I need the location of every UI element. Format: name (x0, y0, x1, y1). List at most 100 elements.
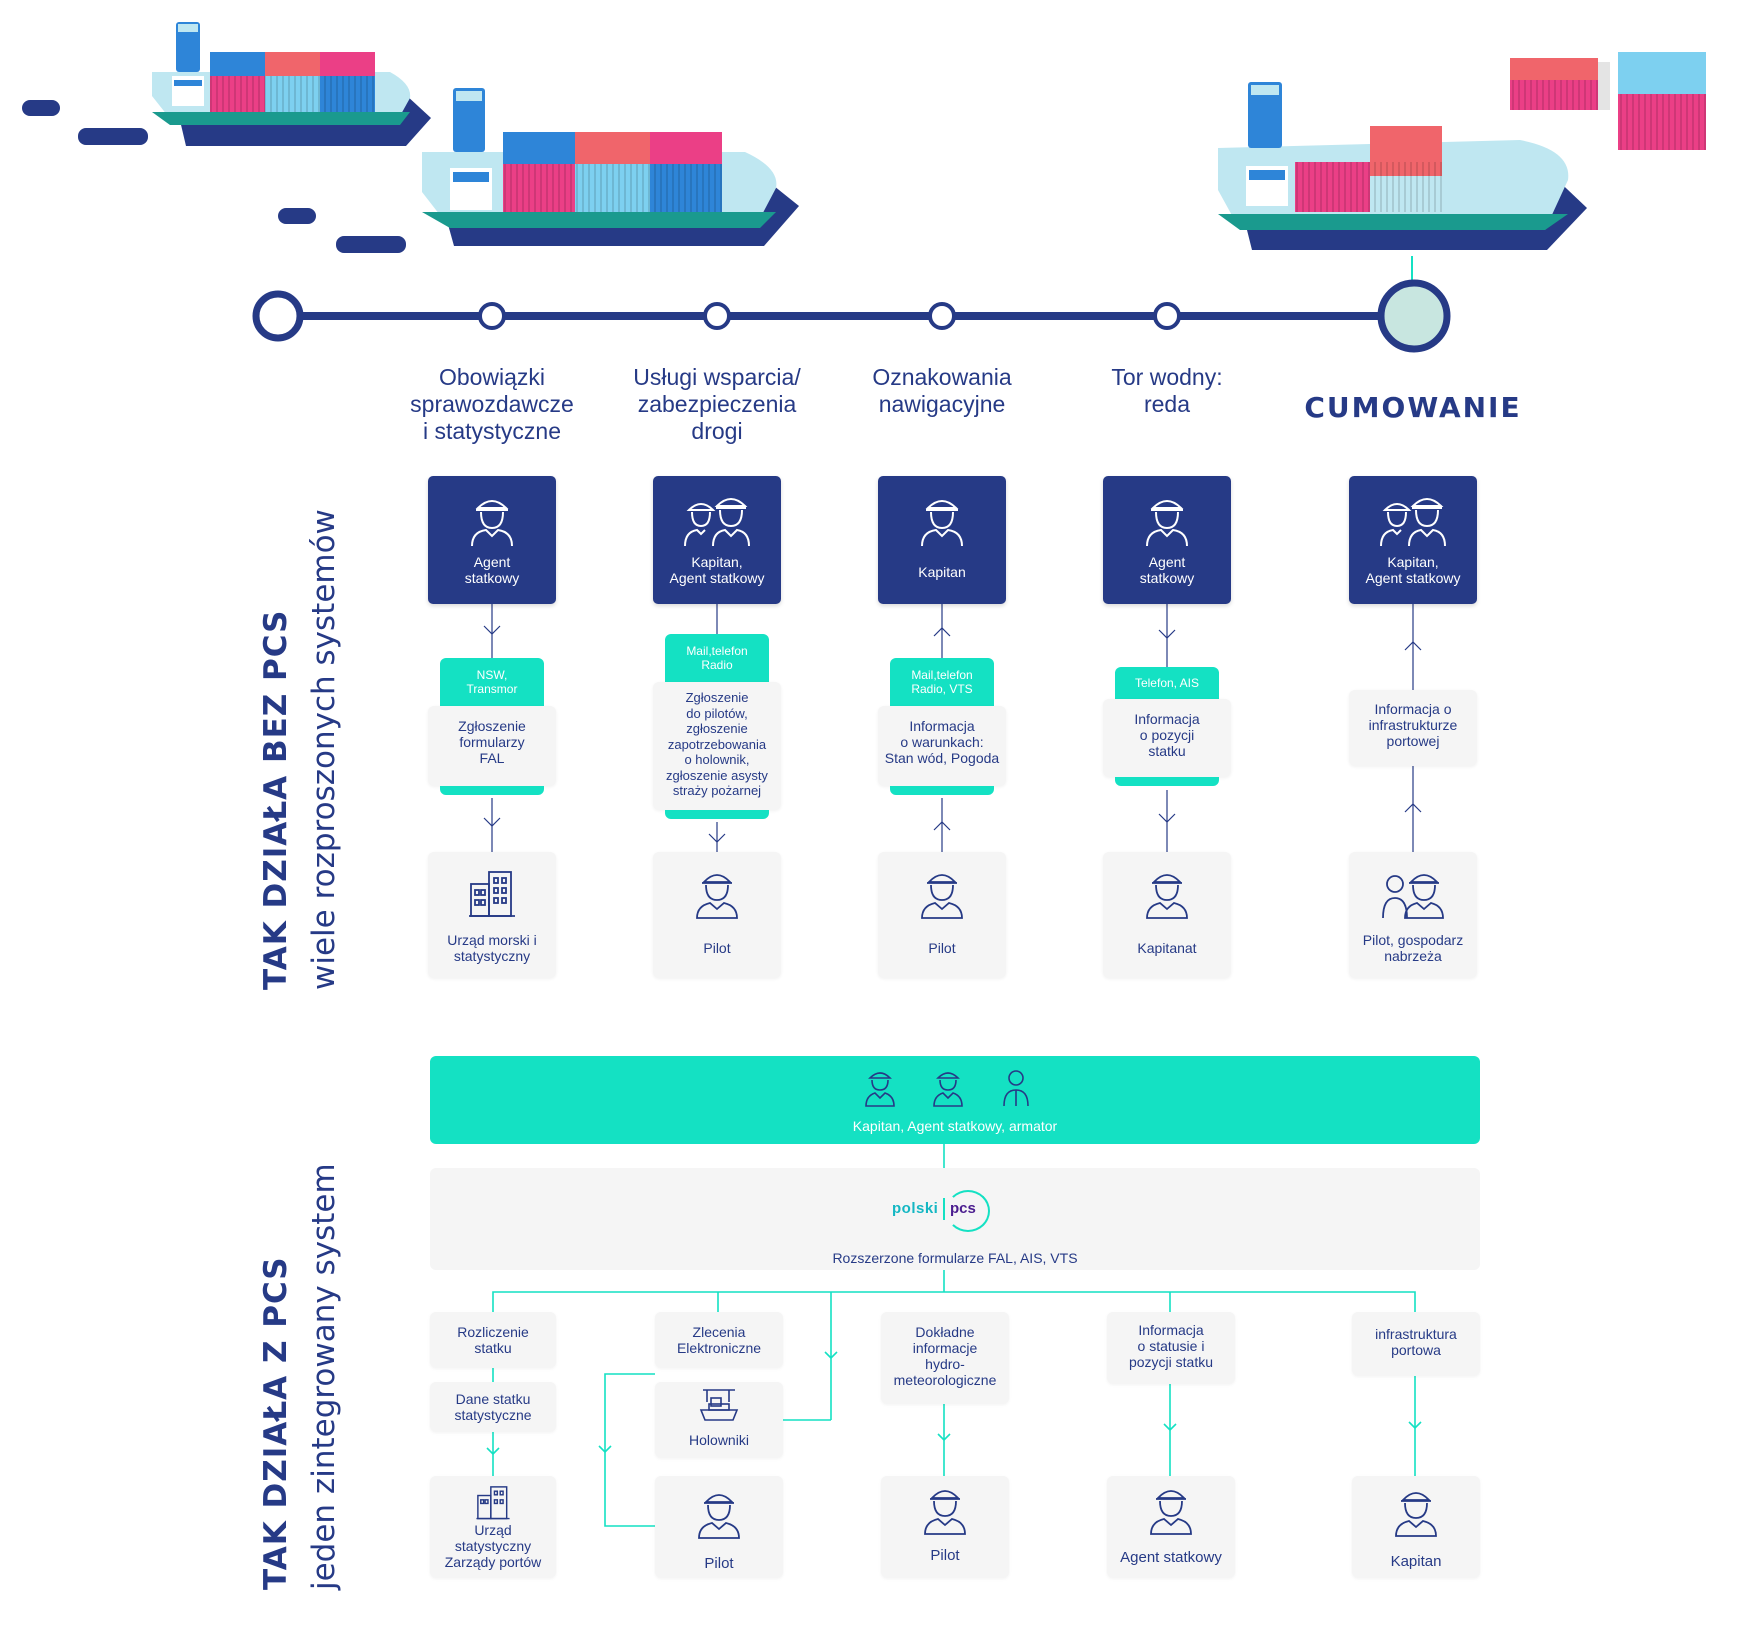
polski-pcs-logo: polski pcs (890, 1190, 1020, 1232)
info-text: Informacja o warunkach: Stan wód, Pogoda (884, 718, 1000, 766)
flow-label: Rozliczenie statku (457, 1324, 529, 1356)
target-box-1: Urząd morski i statystyczny (428, 852, 556, 978)
hydro-meteo-box: Dokładne informacje hydro- meteorologicz… (881, 1312, 1009, 1404)
title-light: jeden zintegrowany system (306, 1163, 342, 1590)
captain-icon (1146, 874, 1188, 919)
stage-label-5: CUMOWANIE (1304, 391, 1522, 424)
section-title-without-pcs: TAK DZIAŁA BEZ PCS (258, 610, 294, 990)
actor-label: Kapitan, Agent statkowy (669, 554, 765, 586)
users-label: Kapitan, Agent statkowy, armator (852, 1118, 1058, 1134)
actor-label: Kapitan, Agent statkowy (1365, 554, 1461, 586)
logo-text-pcs: pcs (950, 1200, 976, 1217)
info-box-5: Informacja o infrastrukturze portowej (1349, 690, 1477, 766)
building-icon (476, 1486, 510, 1520)
channel-label-2: Mail,telefon Radio (665, 634, 769, 682)
containers-icon (1510, 52, 1706, 150)
channel-bottom-bar (665, 810, 769, 819)
stage-label-3: Oznakowania nawigacyjne (872, 364, 1012, 417)
flow-label: Dokładne informacje hydro- meteorologicz… (893, 1324, 997, 1388)
speed-lines (22, 100, 406, 253)
statistics-box: Dane statku statystyczne (430, 1382, 556, 1432)
electronic-orders-box: Zlecenia Elektroniczne (655, 1312, 783, 1368)
flow-label: Agent statkowy (1120, 1549, 1222, 1566)
captain-box: Kapitan (1352, 1476, 1480, 1578)
stage-label-4: Tor wodny: reda (1111, 364, 1223, 417)
channel-label-1: NSW, Transmor (440, 658, 544, 706)
target-label: Kapitanat (1137, 940, 1197, 956)
section-title-with-pcs: TAK DZIAŁA Z PCS (258, 1256, 294, 1590)
system-label: Rozszerzone formularze FAL, AIS, VTS (832, 1250, 1078, 1266)
info-box-3: Informacja o warunkach: Stan wód, Pogoda (878, 706, 1006, 786)
stage-label-1: Obowiązki sprawozdawcze i statystyczne (410, 364, 574, 444)
pilot-icon (698, 1494, 740, 1539)
target-box-4: Kapitanat (1103, 852, 1231, 978)
target-box-5: Pilot, gospodarz nabrzeża (1349, 852, 1477, 978)
ship-icon-1 (152, 22, 431, 146)
info-text: Informacja o pozycji statku (1134, 711, 1200, 759)
info-text: Zgłoszenie formularzy FAL (458, 718, 526, 766)
flow-label: Kapitan (1390, 1553, 1442, 1570)
pilot-box-2: Pilot (881, 1476, 1009, 1578)
flow-label: Pilot (704, 1555, 734, 1572)
captain-agent-icon (684, 498, 750, 547)
logo-ring (946, 1190, 990, 1232)
info-box-2: Zgłoszenie do pilotów, zgłoszenie zapotr… (653, 682, 781, 810)
actor-box-3: Kapitan (878, 476, 1006, 604)
actor-box-2: Kapitan, Agent statkowy (653, 476, 781, 604)
captain-icon (921, 500, 963, 547)
target-label: Pilot (928, 940, 956, 956)
tugboat-icon (699, 1389, 739, 1421)
section-subtitle-with-pcs: jeden zintegrowany system (306, 1163, 342, 1590)
info-box-1: Zgłoszenie formularzy FAL (428, 706, 556, 786)
title-bold: TAK DZIAŁA Z PCS (258, 1256, 294, 1590)
pilot-box-1: Pilot (655, 1476, 783, 1578)
sailor-icon (1150, 1490, 1192, 1535)
info-box-4: Informacja o pozycji statku (1103, 699, 1231, 777)
actor-box-1: Agent statkowy (428, 476, 556, 604)
actor-label: Kapitan (918, 564, 966, 580)
channel-label-4: Telefon, AIS (1115, 667, 1219, 699)
sailor-icon (1146, 500, 1188, 547)
channel-bottom-bar (440, 786, 544, 795)
target-box-3: Pilot (878, 852, 1006, 978)
target-label: Pilot (703, 940, 731, 956)
polski-pcs-system: polski pcs Rozszerzone formularze FAL, A… (430, 1168, 1480, 1270)
section-subtitle-without-pcs: wiele rozproszonych systemów (306, 509, 342, 990)
ship-status-box: Informacja o statusie i pozycji statku (1107, 1312, 1235, 1384)
stage-label-2: Usługi wsparcia/ zabezpieczenia drogi (633, 364, 801, 444)
ship-icon-2 (422, 88, 799, 246)
target-label: Pilot, gospodarz nabrzeża (1362, 932, 1464, 964)
captain-icon (1395, 1492, 1437, 1537)
building-icon (469, 871, 515, 917)
statistics-office-box: Urząd statystyczny Zarządy portów (430, 1476, 556, 1578)
port-infrastructure-box: infrastruktura portowa (1352, 1312, 1480, 1376)
captain-agent-icon (1380, 498, 1446, 547)
sailor-icon (471, 500, 513, 547)
actor-label: Agent statkowy (1139, 554, 1195, 586)
channel-bottom-bar (1115, 777, 1219, 786)
timeline (252, 256, 1451, 353)
flow-label: Urząd statystyczny Zarządy portów (444, 1522, 542, 1570)
users-bar: Kapitan, Agent statkowy, armator (430, 1056, 1480, 1144)
ship-icon-3 (1218, 82, 1587, 250)
connectors-top (483, 604, 1422, 852)
channel-label-3: Mail,telefon Radio, VTS (890, 658, 994, 706)
pilot-icon (924, 1490, 966, 1535)
logo-separator (943, 1198, 945, 1220)
actor-box-4: Agent statkowy (1103, 476, 1231, 604)
flow-label: Zlecenia Elektroniczne (676, 1324, 762, 1356)
connectors-bottom (486, 1144, 1422, 1527)
flow-label: Dane statku statystyczne (454, 1391, 532, 1423)
target-label: Urząd morski i statystyczny (447, 932, 537, 964)
info-text: Zgłoszenie do pilotów, zgłoszenie zapotr… (666, 690, 768, 798)
billing-box: Rozliczenie statku (430, 1312, 556, 1368)
flow-label: Informacja o statusie i pozycji statku (1128, 1322, 1214, 1370)
pilot-icon (921, 874, 963, 919)
agent-box: Agent statkowy (1107, 1476, 1235, 1578)
title-bold: TAK DZIAŁA BEZ PCS (258, 609, 294, 990)
actor-box-5: Kapitan, Agent statkowy (1349, 476, 1477, 604)
users-icons (865, 1070, 1029, 1107)
logo-text-polski: polski (892, 1200, 939, 1217)
info-text: Informacja o infrastrukturze portowej (1368, 701, 1458, 749)
